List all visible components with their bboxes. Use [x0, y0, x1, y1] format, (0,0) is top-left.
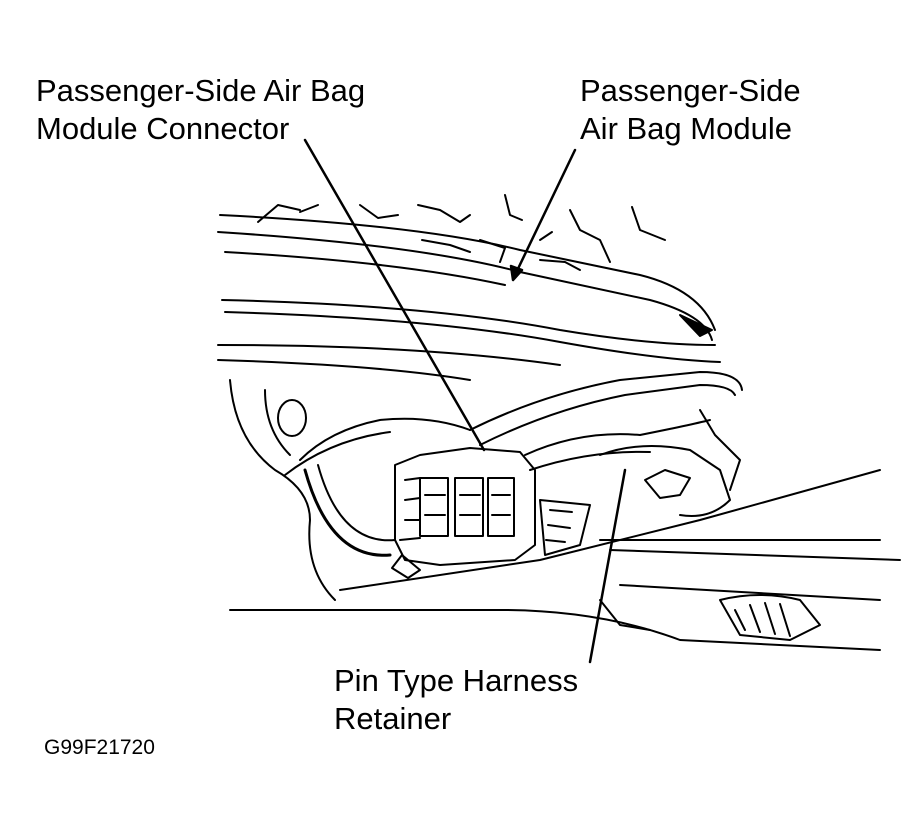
connector-leader-line	[303, 138, 486, 452]
leader-lines	[303, 138, 627, 664]
retainer-callout-line2: Retainer	[334, 701, 452, 736]
module-callout: Passenger-Side Air Bag Module	[580, 72, 801, 148]
module-callout-line2: Air Bag Module	[580, 111, 792, 146]
retainer-leader-line	[588, 468, 627, 664]
retainer-callout-line1: Pin Type Harness	[334, 663, 579, 698]
instrument-panel-top	[217, 214, 721, 381]
wire-harness	[303, 371, 743, 557]
air-bag-connector	[391, 447, 536, 579]
lower-panel	[229, 469, 901, 651]
connector-callout-line2: Module Connector	[36, 111, 290, 146]
lower-bracket	[539, 409, 741, 556]
figure-id: G99F21720	[44, 736, 155, 759]
connector-callout: Passenger-Side Air Bag Module Connector	[36, 72, 365, 148]
module-leader-arrow	[509, 264, 524, 282]
module-leader-line	[513, 148, 577, 277]
panel-opening	[229, 379, 471, 601]
module-callout-line1: Passenger-Side	[580, 73, 801, 108]
connector-callout-line1: Passenger-Side Air Bag	[36, 73, 366, 108]
panel-clips	[257, 194, 666, 271]
retainer-callout: Pin Type Harness Retainer	[334, 662, 578, 738]
